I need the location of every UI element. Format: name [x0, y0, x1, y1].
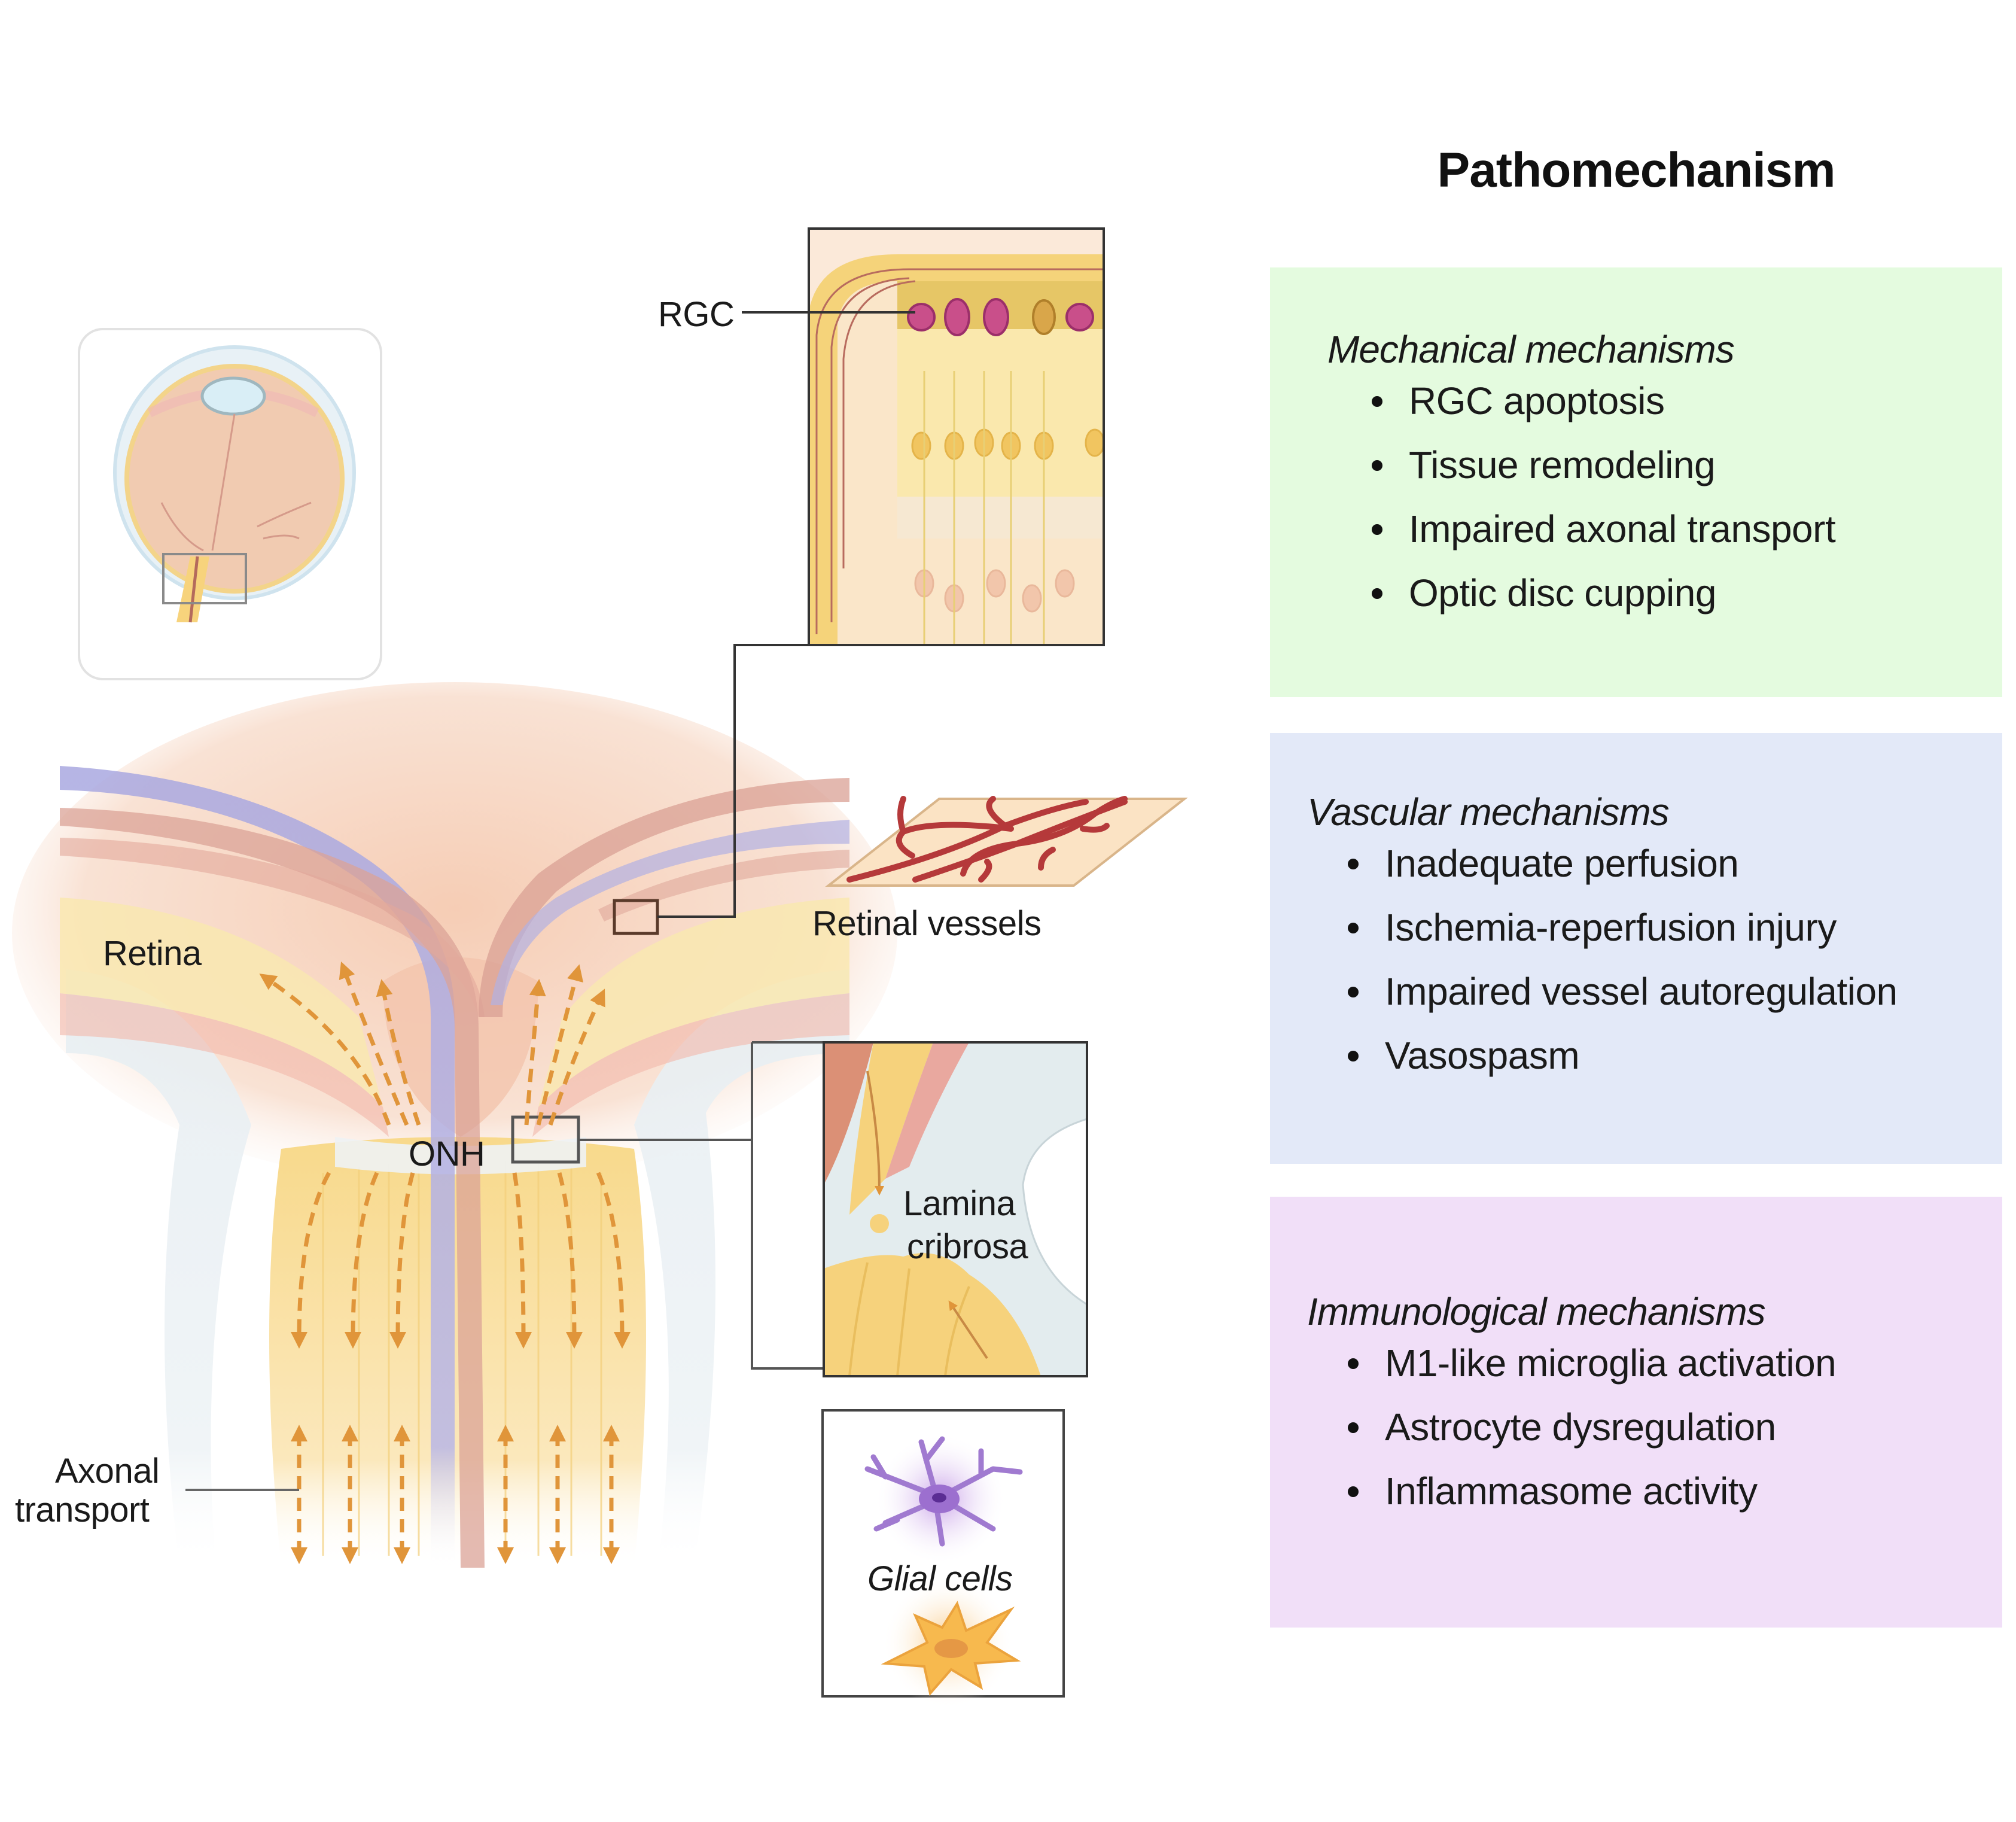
retinal-vessels-graphic: [825, 796, 1188, 887]
optic-nerve-head-section: [12, 644, 897, 1568]
bullet-icon: [1372, 524, 1382, 536]
mechanical-mechanisms-box: Mechanical mechanisms RGC apoptosis Tiss…: [1270, 267, 2002, 697]
retina-label: Retina: [103, 934, 202, 973]
lamina-cribrosa-label-line2: cribrosa: [907, 1227, 1028, 1266]
retrograde-arrows: [259, 961, 605, 1126]
bullet-icon: [1348, 1486, 1359, 1498]
page-title: Pathomechanism: [1437, 143, 1836, 197]
glial-cells-inset: [821, 1409, 1065, 1708]
list-item: Impaired vessel autoregulation: [1348, 960, 1898, 1024]
bullet-icon: [1372, 460, 1382, 472]
axonal-transport-label-line1: Axonal: [55, 1452, 160, 1491]
axonal-transport-label-line2: transport: [15, 1491, 150, 1529]
immunological-mechanisms-box: Immunological mechanisms M1-like microgl…: [1270, 1197, 2002, 1628]
vascular-mechanisms-box: Vascular mechanisms Inadequate perfusion…: [1270, 733, 2002, 1164]
list-item: Optic disc cupping: [1372, 561, 1835, 625]
bullet-icon: [1372, 396, 1382, 407]
bullet-icon: [1372, 588, 1382, 600]
glial-connector-line: [751, 1042, 824, 1370]
lamina-inset-frame: [823, 1041, 1088, 1377]
mechanical-list: RGC apoptosis Tissue remodeling Impaired…: [1372, 369, 1836, 625]
lamina-cribrosa-label-line1: Lamina: [903, 1184, 1016, 1223]
list-item: Impaired axonal transport: [1372, 497, 1836, 561]
list-item: Vasospasm: [1348, 1024, 1898, 1088]
immunological-list: M1-like microglia activation Astrocyte d…: [1348, 1331, 1837, 1523]
bullet-icon: [1348, 1358, 1359, 1370]
bullet-icon: [1348, 859, 1359, 870]
vascular-heading: Vascular mechanisms: [1307, 790, 1670, 834]
glial-cells-label: Glial cells: [867, 1559, 1013, 1598]
list-item: Inflammasome activity: [1348, 1459, 1836, 1523]
list-item: Tissue remodeling: [1372, 433, 1835, 497]
lamina-cribrosa-inset: [824, 1042, 1087, 1376]
retinal-vessels-label: Retinal vessels: [812, 904, 1042, 943]
rgc-cells: [907, 298, 1094, 336]
bullet-icon: [1348, 1051, 1359, 1062]
onh-label: ONH: [409, 1134, 485, 1173]
list-item: M1-like microglia activation: [1348, 1331, 1837, 1395]
immunological-heading: Immunological mechanisms: [1307, 1290, 1766, 1333]
mechanical-heading: Mechanical mechanisms: [1327, 328, 1735, 371]
vascular-list: Inadequate perfusion Ischemia-reperfusio…: [1348, 832, 1898, 1088]
rgc-inset: [809, 229, 1104, 645]
list-item: Astrocyte dysregulation: [1348, 1395, 1836, 1459]
anterograde-arrows: [291, 1172, 631, 1349]
list-item: Ischemia-reperfusion injury: [1348, 896, 1898, 960]
bullet-icon: [1348, 923, 1359, 934]
rgc-inset-frame: [808, 227, 1105, 646]
rgc-connector-line: [657, 644, 809, 918]
list-item: RGC apoptosis: [1372, 369, 1835, 433]
rgc-label: RGC: [658, 295, 735, 334]
list-item: Inadequate perfusion: [1348, 832, 1898, 896]
astrocyte-icon: [881, 1601, 1021, 1696]
eye-overview-inset: [78, 328, 382, 680]
bullet-icon: [1348, 1422, 1359, 1434]
bullet-icon: [1348, 987, 1359, 998]
